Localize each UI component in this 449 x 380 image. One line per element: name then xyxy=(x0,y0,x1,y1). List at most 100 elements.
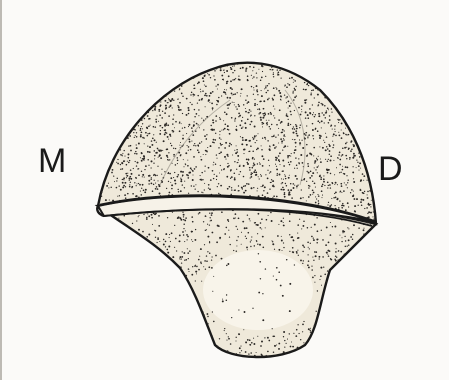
stipple-dot xyxy=(100,234,101,235)
stipple-dot xyxy=(144,118,146,120)
stipple-dot xyxy=(377,255,379,257)
stipple-dot xyxy=(188,55,190,57)
stipple-dot xyxy=(269,189,270,190)
stipple-dot xyxy=(179,346,181,348)
stipple-dot xyxy=(269,165,270,166)
stipple-dot xyxy=(95,214,96,215)
stipple-dot xyxy=(287,339,288,340)
stipple-dot xyxy=(204,260,206,262)
stipple-dot xyxy=(330,87,331,88)
stipple-dot xyxy=(172,118,174,120)
stipple-dot xyxy=(261,149,263,151)
stipple-dot xyxy=(285,97,286,98)
stipple-dot xyxy=(369,115,370,116)
stipple-dot xyxy=(208,266,210,268)
stipple-dot xyxy=(101,165,103,167)
stipple-dot xyxy=(110,257,111,258)
stipple-dot xyxy=(192,174,193,175)
stipple-dot xyxy=(367,222,369,224)
stipple-dot xyxy=(115,98,117,100)
stipple-dot xyxy=(260,222,262,224)
stipple-dot xyxy=(278,343,280,345)
stipple-dot xyxy=(113,349,115,351)
stipple-dot xyxy=(163,331,164,332)
stipple-dot xyxy=(111,358,113,360)
stipple-dot xyxy=(226,70,228,72)
stipple-dot xyxy=(281,236,282,237)
stipple-dot xyxy=(102,281,103,282)
stipple-dot xyxy=(156,82,157,83)
stipple-dot xyxy=(276,344,277,345)
stipple-dot xyxy=(159,58,160,59)
stipple-dot xyxy=(141,85,142,86)
stipple-dot xyxy=(181,93,183,95)
stipple-dot xyxy=(363,193,365,195)
stipple-dot xyxy=(101,269,102,270)
stipple-dot xyxy=(137,339,139,341)
stipple-dot xyxy=(142,55,144,57)
stipple-dot xyxy=(276,196,278,198)
stipple-dot xyxy=(307,117,309,119)
stipple-dot xyxy=(129,135,131,137)
stipple-dot xyxy=(365,156,366,157)
stipple-dot xyxy=(331,300,332,301)
stipple-dot xyxy=(296,187,297,188)
stipple-dot xyxy=(318,165,319,166)
stipple-dot xyxy=(238,236,239,237)
stipple-dot xyxy=(180,266,182,268)
stipple-dot xyxy=(118,135,119,136)
stipple-dot xyxy=(192,221,194,223)
stipple-dot xyxy=(200,91,201,92)
stipple-dot xyxy=(164,292,166,294)
stipple-dot xyxy=(188,303,189,304)
stipple-dot xyxy=(192,170,193,171)
stipple-dot xyxy=(265,268,266,269)
stipple-dot xyxy=(133,103,135,105)
stipple-dot xyxy=(159,133,161,135)
stipple-dot xyxy=(231,88,233,90)
stipple-dot xyxy=(251,176,253,178)
stipple-dot xyxy=(102,176,104,178)
stipple-dot xyxy=(187,300,188,301)
stipple-dot xyxy=(299,139,300,140)
stipple-dot xyxy=(201,118,202,119)
stipple-dot xyxy=(103,116,105,118)
stipple-dot xyxy=(358,227,360,229)
stipple-dot xyxy=(98,313,99,314)
stipple-dot xyxy=(104,247,106,249)
stipple-dot xyxy=(321,185,323,187)
stipple-dot xyxy=(347,202,349,204)
stipple-dot xyxy=(138,215,139,216)
stipple-dot xyxy=(339,235,340,236)
stipple-dot xyxy=(320,158,321,159)
stipple-dot xyxy=(108,133,110,135)
stipple-dot xyxy=(352,239,353,240)
stipple-dot xyxy=(239,124,241,126)
stipple-dot xyxy=(110,98,112,100)
stipple-dot xyxy=(336,82,337,83)
stipple-dot xyxy=(114,57,116,59)
stipple-dot xyxy=(372,312,373,313)
stipple-dot xyxy=(137,63,138,64)
stipple-dot xyxy=(113,335,114,336)
stipple-dot xyxy=(301,109,302,110)
stipple-dot xyxy=(156,115,157,116)
stipple-dot xyxy=(205,165,206,166)
stipple-dot xyxy=(117,114,118,115)
stipple-dot xyxy=(249,169,251,171)
stipple-dot xyxy=(212,119,214,121)
stipple-dot xyxy=(234,161,235,162)
stipple-dot xyxy=(263,158,265,160)
stipple-dot xyxy=(101,80,103,82)
stipple-dot xyxy=(378,198,380,200)
stipple-dot xyxy=(95,326,97,328)
stipple-dot xyxy=(111,219,113,221)
stipple-dot xyxy=(110,362,111,363)
stipple-dot xyxy=(186,114,188,116)
stipple-dot xyxy=(279,152,281,154)
stipple-dot xyxy=(356,167,357,168)
stipple-dot xyxy=(332,226,333,227)
stipple-dot xyxy=(322,77,323,78)
stipple-dot xyxy=(106,166,108,168)
stipple-dot xyxy=(363,85,364,86)
